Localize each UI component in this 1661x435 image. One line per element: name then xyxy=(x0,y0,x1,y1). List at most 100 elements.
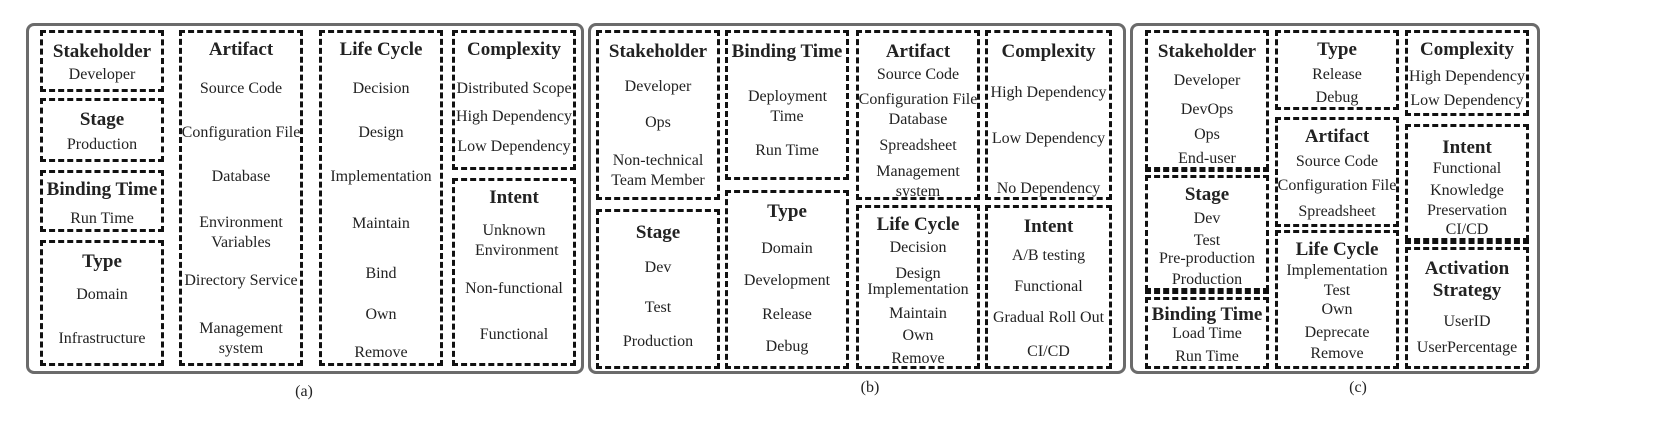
box-title: Artifact xyxy=(885,41,951,62)
list-item: UserPercentage xyxy=(1416,339,1518,356)
b-complexity-box: Complexity High Dependency Low Dependenc… xyxy=(985,30,1112,200)
list-item: High Dependency xyxy=(456,108,572,125)
list-item: End-user xyxy=(1178,150,1236,167)
a-artifact-box: Artifact Source Code Configuration File … xyxy=(179,30,303,366)
panel-c xyxy=(1130,23,1540,374)
list-item: A/B testing xyxy=(1011,247,1086,264)
list-item: Debug xyxy=(1315,89,1359,106)
list-item: Spreadsheet xyxy=(879,137,957,154)
box-title: Stakeholder xyxy=(1157,41,1257,62)
b-stage-box: Stage Dev Test Production xyxy=(596,209,720,369)
list-item: Production xyxy=(622,333,694,350)
a-intent-box: Intent Unknown Environment Non-functiona… xyxy=(452,178,576,366)
list-item: Remove xyxy=(891,350,945,367)
list-item: Management system xyxy=(876,163,960,200)
box-title: Stage xyxy=(1184,184,1230,205)
list-item: Distributed Scope xyxy=(456,80,572,97)
list-item: Own xyxy=(902,327,934,344)
box-title: Stage xyxy=(635,222,681,243)
box-title: Life Cycle xyxy=(1295,239,1379,260)
list-item: Unknown Environment xyxy=(475,222,559,259)
c-binding-time-box: Binding Time Load Time Run Time xyxy=(1145,297,1269,369)
box-title: Intent xyxy=(1023,216,1074,237)
list-item: Run Time xyxy=(1175,348,1239,365)
list-item: Developer xyxy=(624,78,692,95)
list-item: Gradual Roll Out xyxy=(992,309,1105,326)
c-life-cycle-box: Life Cycle Implementation Test Own Depre… xyxy=(1275,230,1399,369)
list-item: Infrastructure xyxy=(58,330,146,347)
list-item: Decision xyxy=(352,80,410,97)
c-separator xyxy=(1405,241,1529,244)
list-item: Deployment Time xyxy=(748,88,828,125)
list-item: Release xyxy=(1312,66,1362,83)
a-life-cycle-box: Life Cycle Decision Design Implementatio… xyxy=(319,30,443,366)
box-title: Activation Strategy xyxy=(1424,258,1510,301)
list-item: Knowledge Preservation xyxy=(1427,182,1507,219)
list-item: DevOps xyxy=(1180,101,1234,118)
list-item: Configuration File xyxy=(181,124,301,141)
b-binding-time-box: Binding Time Deployment Time Run Time xyxy=(725,30,849,180)
a-complexity-box: Complexity Distributed Scope High Depend… xyxy=(452,30,576,170)
list-item: Management system xyxy=(199,320,283,357)
list-item: Load Time xyxy=(1172,325,1242,342)
list-item: Source Code xyxy=(876,66,960,83)
box-title: Complexity xyxy=(467,39,561,60)
list-item: Design xyxy=(358,124,404,141)
list-item: Functional xyxy=(1014,278,1083,295)
list-item: Production xyxy=(1171,271,1243,288)
list-item: Bind xyxy=(365,265,397,282)
box-title: Type xyxy=(767,201,807,222)
a-type-box: Type Domain Infrastructure xyxy=(40,240,164,366)
list-item: Dev xyxy=(1193,210,1221,227)
list-item: Non-technical Team Member xyxy=(611,152,705,189)
list-item: Production xyxy=(66,136,138,153)
list-item: Functional xyxy=(1432,160,1502,177)
list-item: Source Code xyxy=(199,80,283,97)
list-item: UserID xyxy=(1443,313,1491,330)
box-title: Complexity xyxy=(1420,39,1514,60)
list-item: Implementation xyxy=(330,168,432,185)
panel-a xyxy=(26,23,584,374)
list-item: Implementation xyxy=(1286,262,1388,279)
c-separator xyxy=(1145,169,1269,172)
list-item: Test xyxy=(1323,282,1351,299)
box-title: Artifact xyxy=(1304,126,1370,147)
list-item: Maintain xyxy=(352,215,410,232)
list-item: Database xyxy=(888,111,948,128)
list-item: Non-functional xyxy=(465,280,563,297)
list-item: Deprecate xyxy=(1304,324,1370,341)
list-item: Dev xyxy=(644,259,672,276)
list-item: Maintain xyxy=(889,305,947,322)
box-title: Life Cycle xyxy=(876,214,960,235)
list-item: Spreadsheet xyxy=(1298,203,1376,220)
list-item: Design xyxy=(895,265,941,282)
list-item: Test xyxy=(1193,232,1221,249)
c-intent-box: Intent Functional Knowledge Preservation… xyxy=(1405,124,1529,241)
box-title: Life Cycle xyxy=(339,39,423,60)
list-item: Database xyxy=(211,168,271,185)
list-item: Source Code xyxy=(1295,153,1379,170)
list-item: Configuration File xyxy=(858,91,978,108)
list-item: Low Dependency xyxy=(991,130,1106,147)
list-item: Own xyxy=(365,306,397,323)
list-item: Developer xyxy=(68,66,136,83)
box-title: Stakeholder xyxy=(52,41,152,62)
list-item: Own xyxy=(1321,301,1353,318)
box-title: Stakeholder xyxy=(608,41,708,62)
list-item: Test xyxy=(644,299,672,316)
list-item: High Dependency xyxy=(1409,68,1525,85)
c-type-box: Type Release Debug xyxy=(1275,30,1399,110)
b-artifact-box: Artifact Source Code Configuration File … xyxy=(856,30,980,200)
list-item: Remove xyxy=(1310,345,1364,362)
b-stakeholder-box: Stakeholder Developer Ops Non-technical … xyxy=(596,30,720,200)
list-item: Implementation xyxy=(867,281,969,298)
list-item: CI/CD xyxy=(1027,343,1070,360)
list-item: Environment Variables xyxy=(199,214,283,251)
list-item: Developer xyxy=(1173,72,1241,89)
panel-a-label: (a) xyxy=(295,383,313,400)
a-binding-time-box: Binding Time Run Time xyxy=(40,170,164,232)
list-item: High Dependency xyxy=(990,84,1107,101)
list-item: Pre-production xyxy=(1159,250,1255,267)
list-item: Low Dependency xyxy=(457,138,571,155)
list-item: Run Time xyxy=(70,210,134,227)
